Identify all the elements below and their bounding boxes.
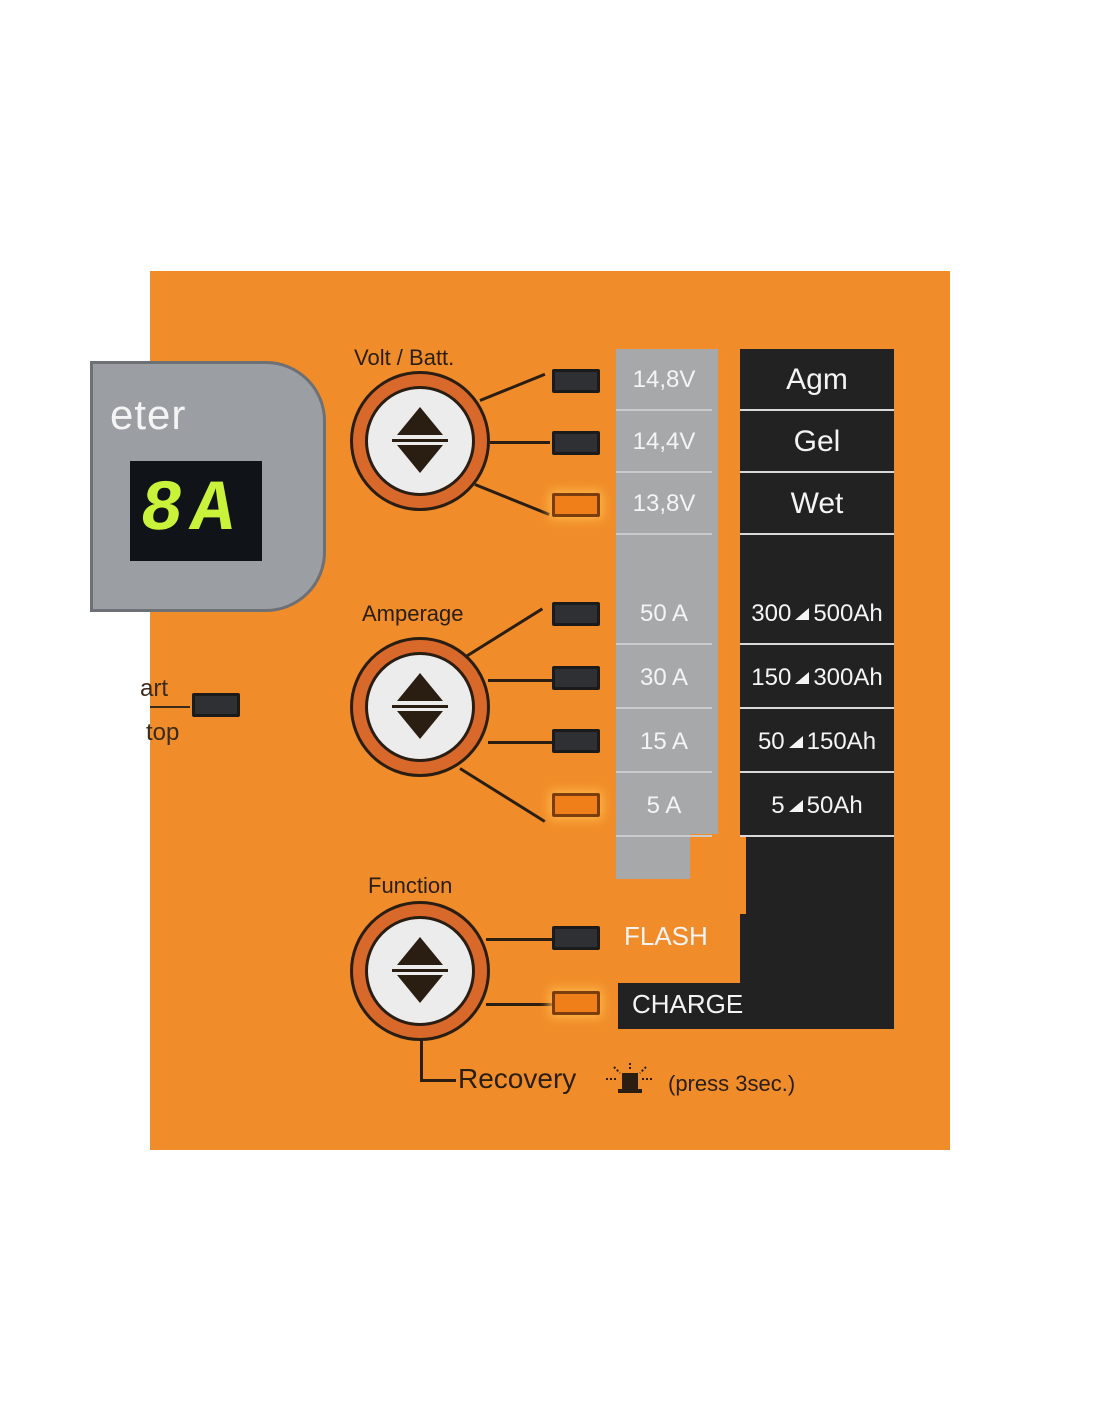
volt-batt-title: Volt / Batt. xyxy=(354,345,455,370)
volt-led-1 xyxy=(552,369,600,393)
arrow-down-icon xyxy=(397,975,443,1003)
button-divider xyxy=(392,439,448,442)
capacity-from: 300 xyxy=(751,600,792,627)
arrow-up-icon xyxy=(397,937,443,965)
function-title: Function xyxy=(368,873,453,898)
amp-led-3 xyxy=(552,729,600,753)
flash-led xyxy=(552,926,600,950)
capacity-300-500: 300 500Ah xyxy=(740,585,894,645)
charge-strip xyxy=(618,983,762,1029)
capacity-to: 300Ah xyxy=(813,664,883,691)
volt-batt-button-face[interactable] xyxy=(365,386,475,496)
capacity-to: 500Ah xyxy=(813,600,883,627)
current-50a: 50 A xyxy=(616,585,712,645)
voltage-13-8: 13,8V xyxy=(616,475,712,535)
volt-led-2 xyxy=(552,431,600,455)
start-stop-led xyxy=(192,693,240,717)
arrow-up-icon xyxy=(397,407,443,435)
connector-line xyxy=(486,938,552,941)
capacity-from: 150 xyxy=(751,664,792,691)
grey-column xyxy=(616,349,718,879)
connector-line xyxy=(486,1003,552,1006)
ramp-icon xyxy=(795,672,810,684)
recovery-hint: (press 3sec.) xyxy=(668,1071,796,1096)
start-stop-divider xyxy=(150,706,190,708)
connector-line xyxy=(488,741,552,744)
voltage-14-4: 14,4V xyxy=(616,413,712,473)
function-button-face[interactable] xyxy=(365,916,475,1026)
beacon-icon xyxy=(600,1061,660,1097)
volt-led-3 xyxy=(552,493,600,517)
capacity-5-50: 5 50Ah xyxy=(740,777,894,837)
connector-line xyxy=(459,767,546,823)
button-divider xyxy=(392,969,448,972)
meter-label: eter xyxy=(110,391,187,438)
notch xyxy=(690,834,746,914)
connector-line xyxy=(488,679,552,682)
charge-label: CHARGE xyxy=(632,989,744,1019)
amp-led-2 xyxy=(552,666,600,690)
amp-led-4 xyxy=(552,793,600,817)
volt-batt-button[interactable] xyxy=(350,371,490,511)
charger-panel: eter 8A art top Volt / Batt. 14,8V 14,4V… xyxy=(90,271,950,1150)
connector-line xyxy=(479,372,546,402)
arrow-down-icon xyxy=(397,711,443,739)
ramp-icon xyxy=(795,608,810,620)
current-5a: 5 A xyxy=(616,777,712,837)
capacity-150-300: 150 300Ah xyxy=(740,649,894,709)
capacity-to: 50Ah xyxy=(806,792,863,819)
meter-digits: 8A xyxy=(134,469,249,551)
recovery-line xyxy=(420,1039,423,1081)
charge-led xyxy=(552,991,600,1015)
ramp-icon xyxy=(788,800,803,812)
capacity-50-150: 50 150Ah xyxy=(740,713,894,773)
current-15a: 15 A xyxy=(616,713,712,773)
battery-agm: Agm xyxy=(740,351,894,411)
ramp-icon xyxy=(788,736,803,748)
recovery-line xyxy=(420,1079,456,1082)
connector-line xyxy=(474,483,550,516)
capacity-to: 150Ah xyxy=(806,728,877,755)
voltage-14-8: 14,8V xyxy=(616,351,712,411)
function-button[interactable] xyxy=(350,901,490,1041)
battery-gel: Gel xyxy=(740,413,894,473)
arrow-down-icon xyxy=(397,445,443,473)
arrow-up-icon xyxy=(397,673,443,701)
amperage-title: Amperage xyxy=(362,601,464,626)
amp-led-1 xyxy=(552,602,600,626)
button-divider xyxy=(392,705,448,708)
connector-line xyxy=(490,441,550,444)
stop-label: top xyxy=(146,719,180,746)
connector-line xyxy=(465,607,544,658)
start-label: art xyxy=(140,675,169,702)
recovery-label: Recovery xyxy=(458,1063,577,1094)
amperage-button[interactable] xyxy=(350,637,490,777)
capacity-from: 50 xyxy=(757,728,785,755)
current-30a: 30 A xyxy=(616,649,712,709)
capacity-from: 5 xyxy=(771,792,785,819)
meter-screen xyxy=(130,461,262,561)
flash-label: FLASH xyxy=(624,921,708,951)
battery-wet: Wet xyxy=(740,475,894,535)
amperage-button-face[interactable] xyxy=(365,652,475,762)
